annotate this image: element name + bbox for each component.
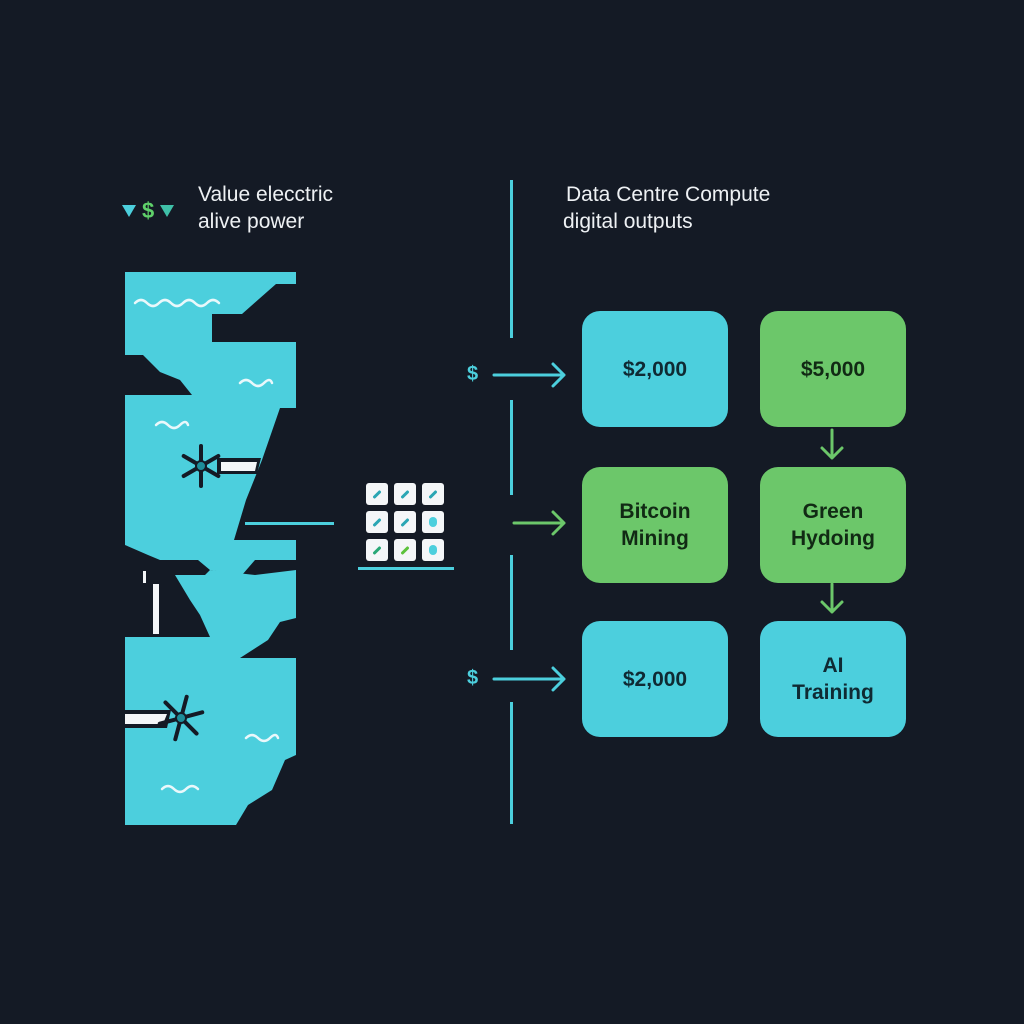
right-title: Data Centre Compute digital outputs xyxy=(563,183,771,233)
ai-training-box: AI Training xyxy=(760,621,906,737)
triangle-down-icon xyxy=(160,205,175,217)
chip-icon xyxy=(394,483,416,505)
value-box: $2,000 xyxy=(582,311,728,427)
chip-icon xyxy=(422,483,444,505)
dollar-icon: $ xyxy=(142,198,155,223)
value-box: $2,000 xyxy=(582,621,728,737)
chip-icon xyxy=(422,539,444,561)
arrow-right-icon xyxy=(512,510,566,536)
left-title: Value elecctric alive power xyxy=(198,183,334,233)
arrow-right-icon xyxy=(492,362,566,388)
chip-icon xyxy=(366,483,388,505)
bitcoin-mining-box: Bitcoin Mining xyxy=(582,467,728,583)
divider-line xyxy=(510,702,513,824)
chip-icon xyxy=(394,511,416,533)
divider-line xyxy=(510,400,513,495)
value-box: $5,000 xyxy=(760,311,906,427)
divider-line xyxy=(510,555,513,650)
chip-icon xyxy=(366,539,388,561)
server-grid xyxy=(366,483,444,561)
chip-icon xyxy=(394,539,416,561)
arrow-down-icon xyxy=(820,428,844,460)
dollar-icon: $ xyxy=(467,667,479,689)
dollar-icon: $ xyxy=(467,363,479,385)
arrow-right-icon xyxy=(492,666,566,692)
green-hydrogen-box: Green Hydoing xyxy=(760,467,906,583)
chip-icon xyxy=(366,511,388,533)
triangle-down-icon xyxy=(122,205,136,217)
chip-icon xyxy=(422,511,444,533)
turbine-icon xyxy=(181,444,261,488)
divider-line xyxy=(510,180,513,338)
turbine-icon xyxy=(123,694,205,742)
left-header-icons: $ xyxy=(122,198,175,224)
hydro-dam-illustration xyxy=(123,272,454,825)
arrow-down-icon xyxy=(820,582,844,614)
